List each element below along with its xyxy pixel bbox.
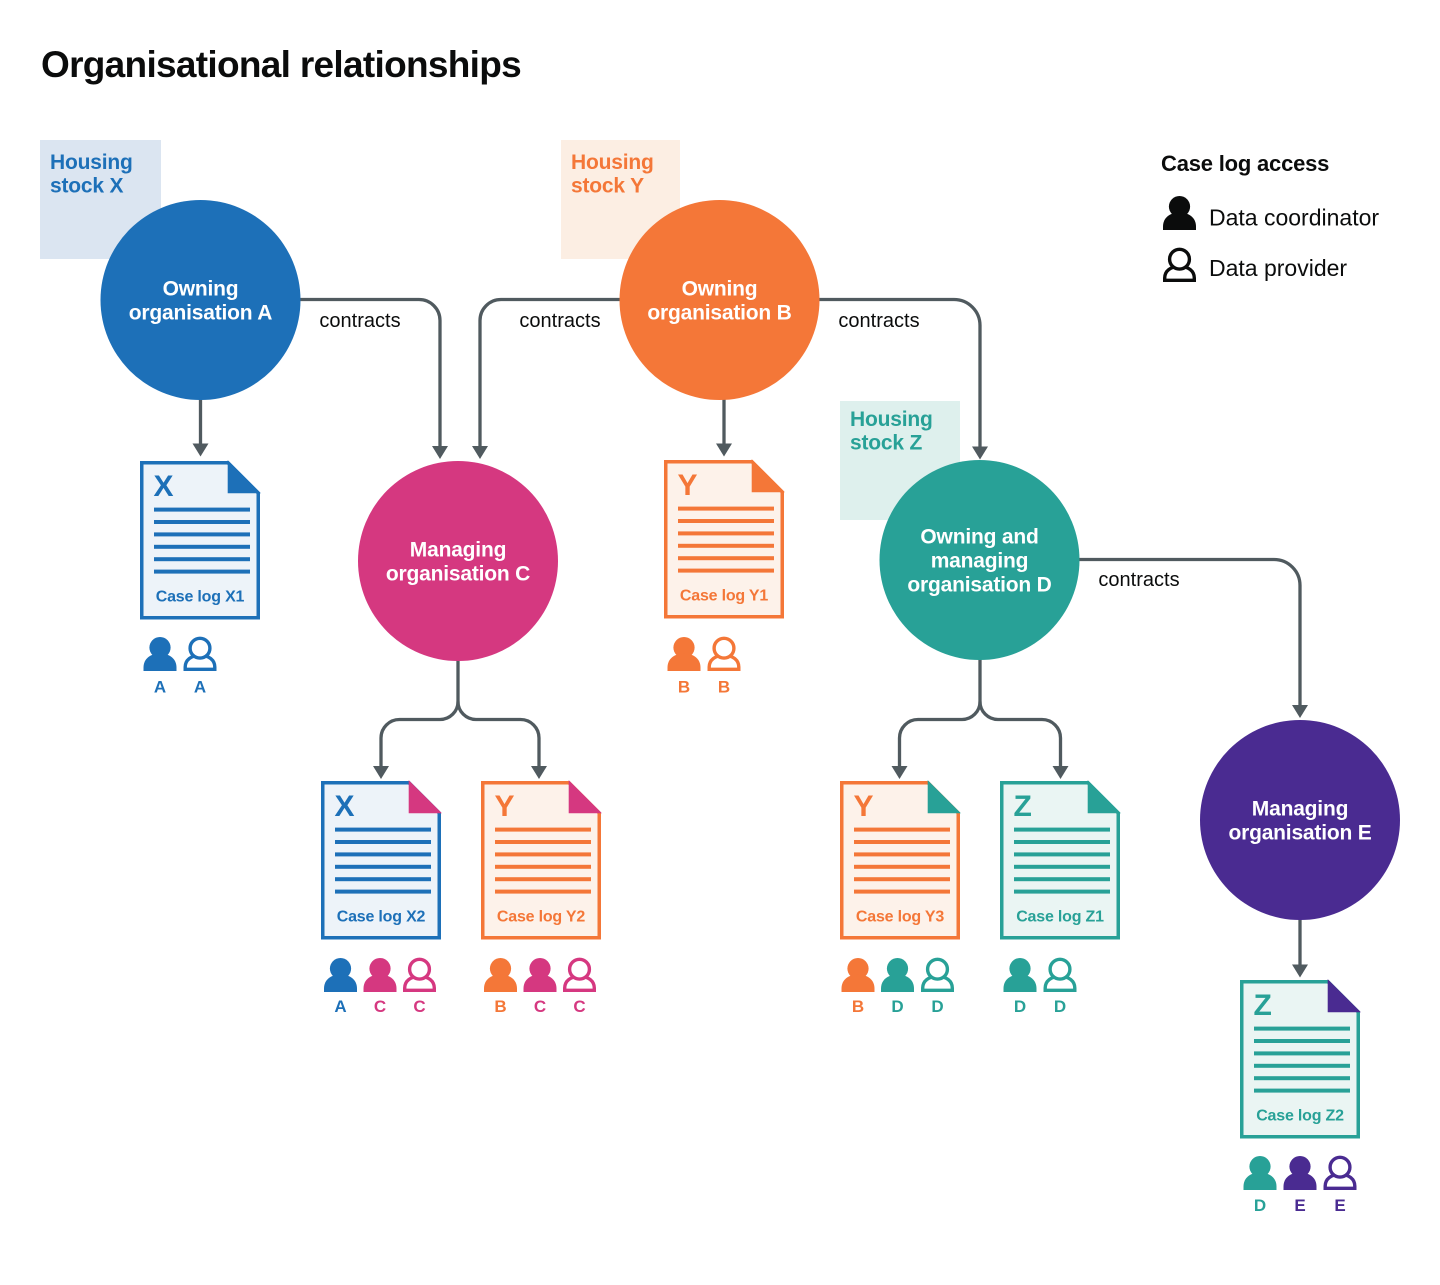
svg-text:B: B [494,997,506,1016]
svg-text:E: E [1294,1196,1305,1215]
svg-text:D: D [931,997,943,1016]
svg-text:organisation D: organisation D [907,574,1051,597]
svg-text:Owning: Owning [163,278,239,301]
svg-text:B: B [718,678,730,697]
svg-text:organisation B: organisation B [647,302,791,325]
svg-text:contracts: contracts [838,310,919,332]
svg-text:Z: Z [1254,989,1272,1022]
svg-text:C: C [413,997,425,1016]
svg-text:Case log Y3: Case log Y3 [856,909,945,926]
svg-text:Case log Z2: Case log Z2 [1256,1108,1344,1125]
svg-text:Y: Y [678,469,698,502]
svg-text:A: A [194,678,206,697]
svg-text:A: A [154,678,166,697]
svg-text:D: D [1254,1196,1266,1215]
svg-text:contracts: contracts [1098,569,1179,591]
svg-text:Y: Y [495,790,515,823]
svg-text:Housing: Housing [850,408,933,431]
svg-text:Housing: Housing [571,151,654,174]
svg-text:Owning and: Owning and [920,526,1038,549]
svg-text:Owning: Owning [682,278,758,301]
svg-text:Managing: Managing [1252,798,1348,821]
svg-text:Case log access: Case log access [1161,151,1329,176]
svg-text:contracts: contracts [319,310,400,332]
svg-text:managing: managing [931,550,1029,573]
svg-text:C: C [573,997,585,1016]
svg-text:Housing: Housing [50,151,133,174]
svg-text:organisation C: organisation C [386,563,530,586]
svg-text:Case log Z1: Case log Z1 [1016,909,1104,926]
svg-text:E: E [1334,1196,1345,1215]
svg-text:contracts: contracts [519,310,600,332]
svg-text:X: X [154,470,174,503]
svg-text:stock Y: stock Y [571,175,644,198]
svg-text:organisation E: organisation E [1228,822,1371,845]
svg-text:Y: Y [854,790,874,823]
svg-text:D: D [891,997,903,1016]
svg-text:D: D [1054,997,1066,1016]
svg-text:Case log X1: Case log X1 [156,589,245,606]
svg-text:D: D [1014,997,1026,1016]
svg-text:stock X: stock X [50,175,123,198]
svg-text:Organisational relationships: Organisational relationships [41,44,521,85]
svg-text:B: B [678,678,690,697]
svg-text:organisation A: organisation A [129,302,272,325]
svg-text:C: C [374,997,386,1016]
svg-text:Z: Z [1014,790,1032,823]
svg-text:Case log Y2: Case log Y2 [497,909,586,926]
svg-text:X: X [335,790,355,823]
svg-text:Case log Y1: Case log Y1 [680,588,769,605]
svg-text:Case log X2: Case log X2 [337,909,426,926]
svg-text:Data provider: Data provider [1209,255,1347,281]
svg-text:stock Z: stock Z [850,432,922,455]
svg-text:B: B [852,997,864,1016]
svg-text:Managing: Managing [410,539,506,562]
svg-text:C: C [534,997,546,1016]
svg-text:A: A [334,997,346,1016]
svg-text:Data coordinator: Data coordinator [1209,205,1379,231]
